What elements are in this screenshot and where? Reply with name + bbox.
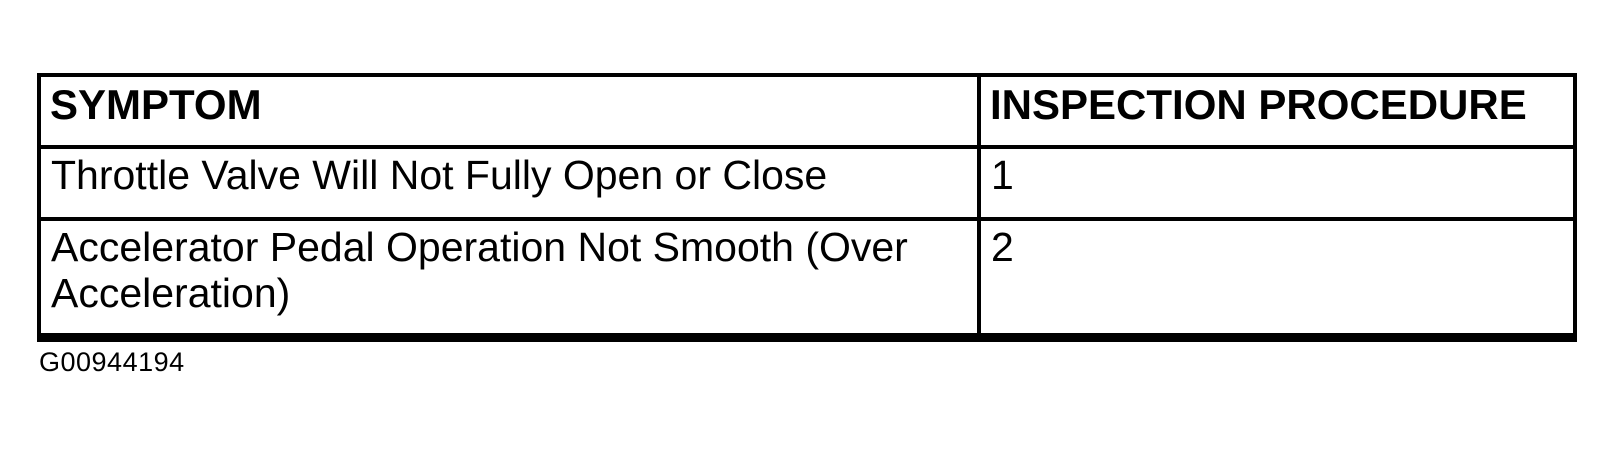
table-row: Accelerator Pedal Operation Not Smooth (… bbox=[37, 217, 1577, 340]
column-header-symptom: SYMPTOM bbox=[37, 73, 981, 149]
symptom-cell: Throttle Valve Will Not Fully Open or Cl… bbox=[37, 145, 981, 221]
table-row: Throttle Valve Will Not Fully Open or Cl… bbox=[37, 145, 1577, 221]
table-header-row: SYMPTOM INSPECTION PROCEDURE bbox=[37, 73, 1577, 149]
column-header-inspection-procedure: INSPECTION PROCEDURE bbox=[977, 73, 1577, 149]
symptom-cell: Accelerator Pedal Operation Not Smooth (… bbox=[37, 217, 981, 340]
figure-id-label: G00944194 bbox=[39, 347, 185, 377]
procedure-cell: 1 bbox=[977, 145, 1577, 221]
symptom-inspection-table: SYMPTOM INSPECTION PROCEDURE Throttle Va… bbox=[37, 73, 1577, 342]
procedure-cell: 2 bbox=[977, 217, 1577, 340]
